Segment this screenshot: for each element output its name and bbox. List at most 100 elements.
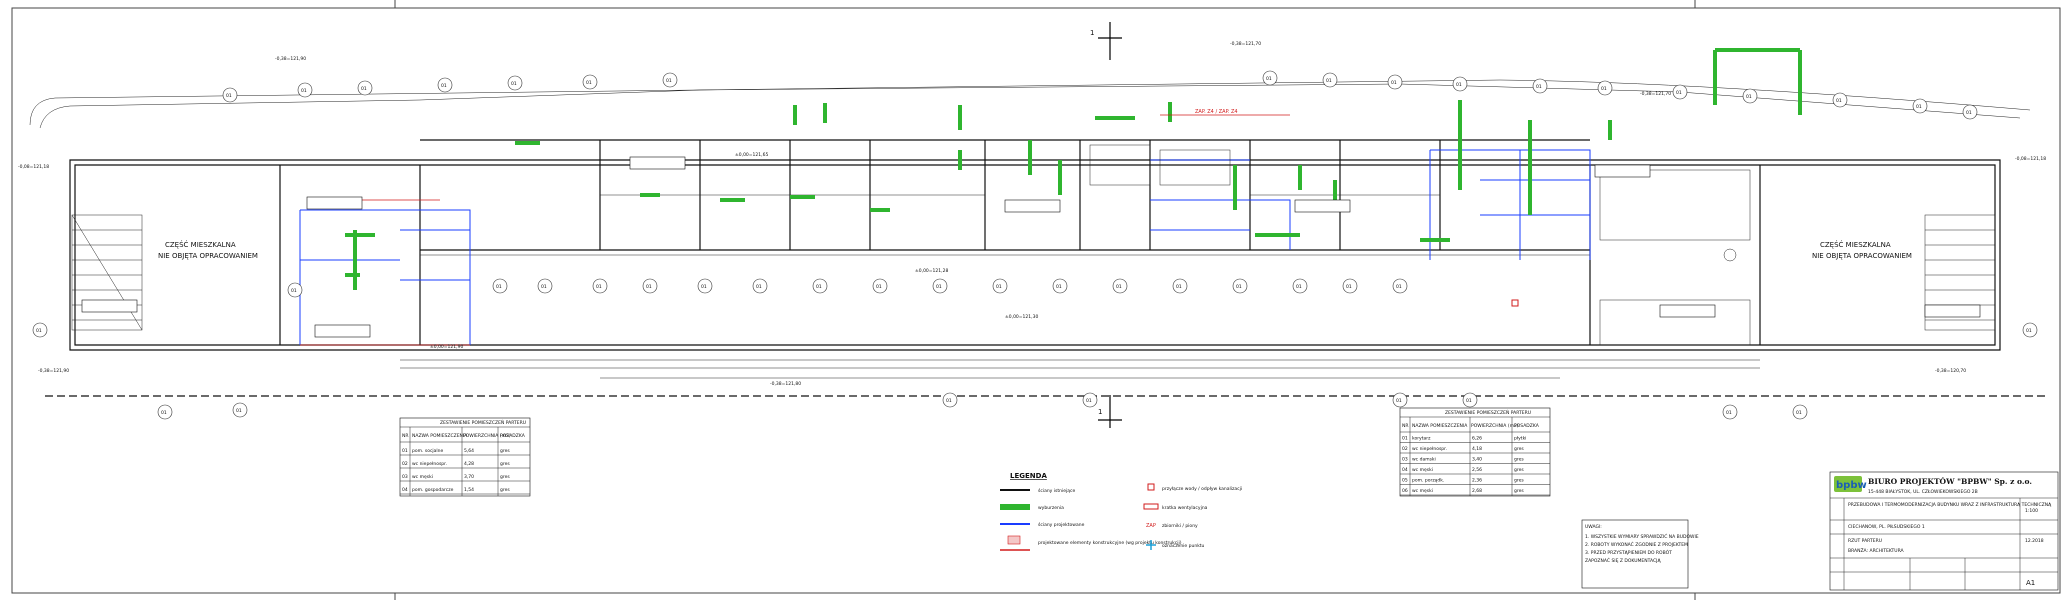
column-tag-label: 01 (1836, 98, 1842, 104)
column-tag-circle (812, 278, 828, 294)
column-tag-circle (492, 278, 508, 294)
column-tag-circle (592, 278, 608, 294)
elevation-label: ±0,00=121,65 (735, 152, 768, 158)
column-tag-label: 01 (496, 284, 502, 290)
table-right-header-floor: POSADZKA (1514, 423, 1540, 429)
column-tag-label: 01 (1391, 80, 1397, 86)
column-tag-circle (1387, 74, 1403, 90)
elevation-label: -0,38=120,70 (1935, 368, 1966, 374)
zone-right-line1: CZĘŚĆ MIESZKALNA (1820, 240, 1891, 249)
column-tag-circle (1392, 392, 1408, 408)
column-tag-circle (1792, 404, 1808, 420)
elevation-label: ±0,00=121,28 (915, 268, 948, 274)
table-left-header-area: POWIERZCHNIA (m2) (463, 433, 511, 439)
legend-item-label: zbiorniki / piony (1162, 523, 1198, 529)
table-cell: 2,56 (1472, 467, 1482, 473)
column-tag-label: 01 (1266, 76, 1272, 82)
column-tag-circle (2022, 322, 2038, 338)
column-tag-label: 01 (361, 86, 367, 92)
column-tag-circle (1172, 278, 1188, 294)
column-tag-label: 01 (36, 328, 42, 334)
zone-left-line1: CZĘŚĆ MIESZKALNA (165, 240, 236, 249)
table-cell: gres (1514, 446, 1524, 452)
column-tag-circle (222, 87, 238, 103)
column-tag-label: 01 (301, 88, 307, 94)
column-tag-circle (1962, 104, 1978, 120)
note-line: 1. WSZYSTKIE WYMIARY SPRAWDZIĆ NA BUDOWI… (1585, 533, 1699, 540)
table-cell: 4,18 (1472, 446, 1482, 452)
column-tag-label: 01 (441, 83, 447, 89)
room-schedule-table-right: ZESTAWIENIE POMIESZCZEŃ PARTERU NR NAZWA… (1399, 407, 1551, 497)
column-tag-circle (662, 72, 678, 88)
column-tag-label: 01 (161, 410, 167, 416)
column-tag-circle (357, 80, 373, 96)
table-cell: 01 (1402, 436, 1408, 442)
column-tag-label: 01 (1396, 284, 1402, 290)
column-tag-circle (942, 392, 958, 408)
drawing-scale: 1:100 (2025, 508, 2038, 514)
table-cell: 3,40 (1472, 457, 1482, 463)
table-cell: pom. porządk. (1412, 478, 1444, 484)
note-line: 3. PRZED PRZYSTĄPIENIEM DO ROBÓT (1585, 549, 1672, 556)
column-tag-label: 01 (1176, 284, 1182, 290)
sheet-frame (11, 7, 2061, 594)
notes-title: UWAGI: (1585, 524, 1602, 530)
column-tag-label: 01 (646, 284, 652, 290)
column-tag-label: 01 (1326, 78, 1332, 84)
table-cell: 01 (402, 448, 408, 454)
table-cell: 02 (402, 461, 408, 467)
elevation-labels: -0,38=121,90 -0,08=121,18 -0,38=121,90 -… (18, 41, 2046, 387)
elevation-label: -0,38=121,70 (1230, 41, 1261, 47)
elevation-label: ±0,00=121,30 (1005, 314, 1038, 320)
branch-label: BRANŻA: ARCHITEKTURA (1848, 547, 1905, 554)
column-tag-circle (872, 278, 888, 294)
room-schedule-table-left: ZESTAWIENIE POMIESZCZEŃ PARTERU NR NAZWA… (399, 417, 531, 497)
column-tag-circle (932, 278, 948, 294)
column-tag-label: 01 (666, 78, 672, 84)
column-tag-label: 01 (1456, 82, 1462, 88)
column-tag-label: 01 (1746, 94, 1752, 100)
table-cell: 06 (1402, 488, 1408, 494)
legend-item-label: ściany projektowane (1038, 521, 1085, 528)
column-tag-circle (1342, 278, 1358, 294)
column-tag-label: 01 (1396, 398, 1402, 404)
table-right-header-area: POWIERZCHNIA (m2) (1471, 423, 1519, 429)
title-block: bpbw BIURO PROJEKTÓW "BPBW" Sp. z o.o. 1… (1829, 471, 2059, 591)
projected-walls-blue (299, 149, 1591, 345)
column-tag-circle (697, 278, 713, 294)
sheet-number: A1 (2026, 579, 2035, 587)
column-tag-circle (582, 74, 598, 90)
table-cell: wc męski (412, 474, 433, 480)
column-tag-label: 01 (996, 284, 1002, 290)
column-tag-circle (287, 282, 303, 298)
table-cell: 03 (402, 474, 408, 480)
column-tag-label: 01 (1346, 284, 1352, 290)
elevation-label: -0,38=121,90 (275, 56, 306, 62)
section-marker-top: 1 (1090, 22, 1122, 60)
table-cell: 6,26 (1472, 436, 1482, 442)
column-tag-circle (1722, 404, 1738, 420)
table-cell: wc męski (1412, 467, 1433, 473)
table-cell: pom. socjalne (412, 448, 444, 454)
column-tag-circle (1532, 78, 1548, 94)
table-left-header-nr: NR (402, 433, 409, 439)
legend-item-label: wyburzenia (1038, 505, 1064, 511)
column-tag-label: 01 (1966, 110, 1972, 116)
column-tag-label: 01 (756, 284, 762, 290)
column-tag-circle (1112, 278, 1128, 294)
notes-box: UWAGI: 1. WSZYSTKIE WYMIARY SPRAWDZIĆ NA… (1581, 519, 1699, 589)
column-tag-circle (157, 404, 173, 420)
table-left-header-floor: POSADZKA (500, 433, 526, 439)
column-tag-label: 01 (2026, 328, 2032, 334)
column-tag-circle (1912, 98, 1928, 114)
legend-item-label: ściany istniejące (1038, 487, 1075, 494)
column-tag-circle (32, 322, 48, 338)
table-cell: 2,68 (1472, 488, 1482, 494)
zone-right-line2: NIE OBJĘTA OPRACOWANIEM (1812, 252, 1912, 260)
zone-left-line2: NIE OBJĘTA OPRACOWANIEM (158, 252, 258, 260)
column-tag-label: 01 (1056, 284, 1062, 290)
column-tag-circle (992, 278, 1008, 294)
column-tag-circle (437, 77, 453, 93)
column-tag-label: 01 (1916, 104, 1922, 110)
elevation-label: ±0,00=121,90 (430, 344, 463, 350)
